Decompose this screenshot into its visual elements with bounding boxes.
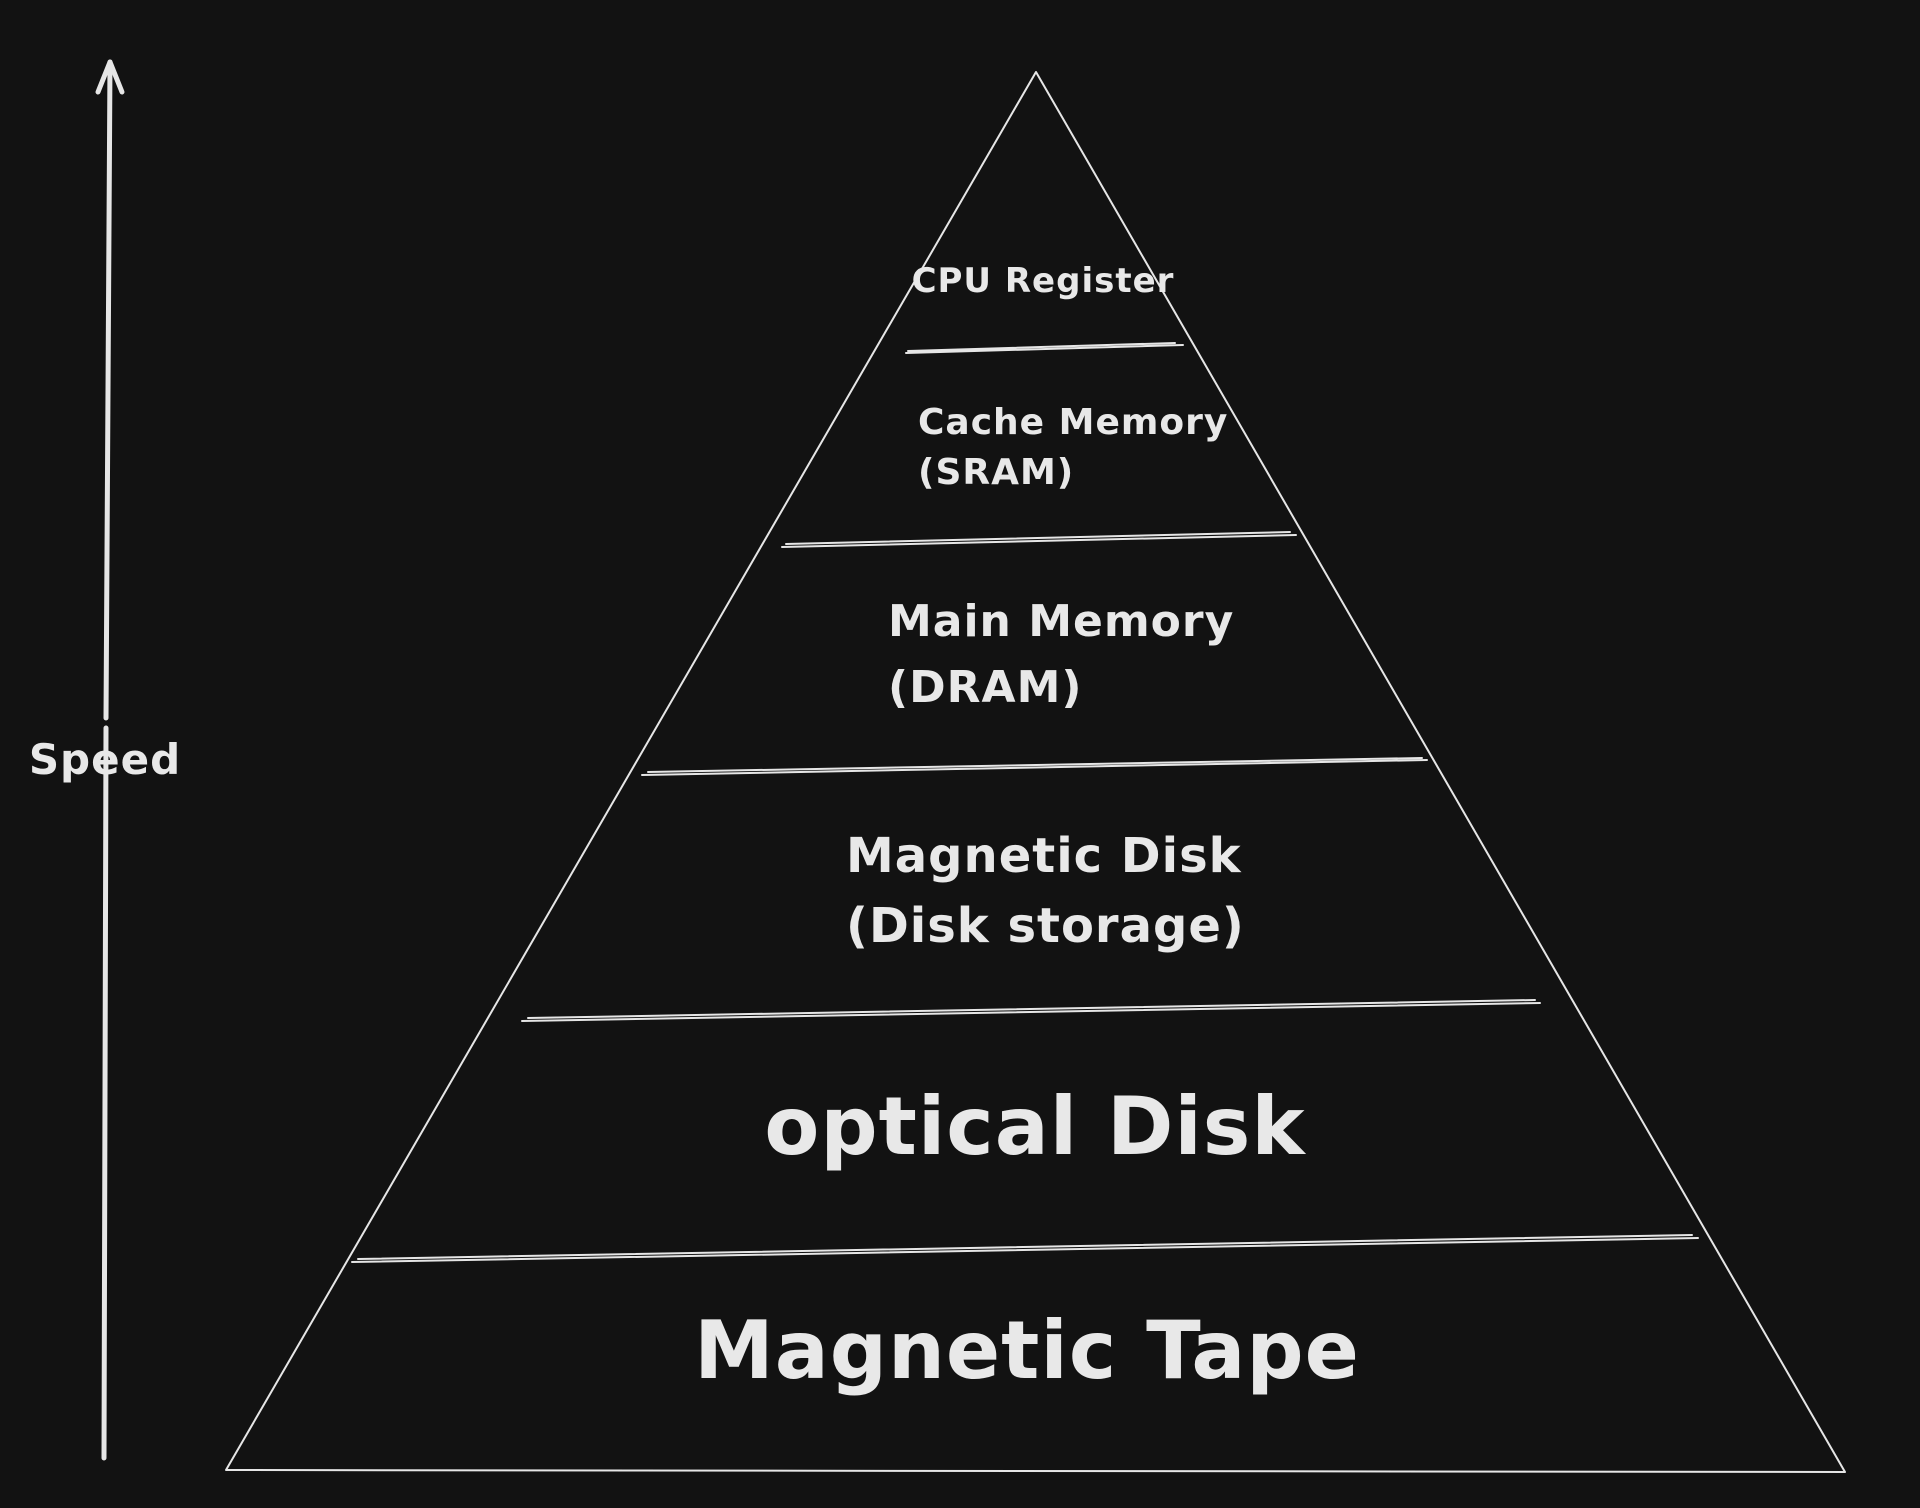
arrow-up-icon xyxy=(95,59,125,95)
level-label-cache-memory-type: (SRAM) xyxy=(918,452,1074,493)
speed-axis-line xyxy=(101,59,113,1461)
level-labels: CPU Register Cache Memory (SRAM) Main Me… xyxy=(694,261,1360,1397)
pyramid-outline xyxy=(225,71,1846,1473)
divider-line xyxy=(641,757,1428,776)
level-label-main-memory-type: (DRAM) xyxy=(888,662,1082,713)
speed-axis-label: Speed xyxy=(29,735,181,784)
divider-line xyxy=(351,1234,1699,1263)
level-label-magnetic-disk: Magnetic Disk xyxy=(846,828,1242,884)
level-label-magnetic-disk-type: (Disk storage) xyxy=(846,898,1245,954)
level-label-optical-disk: optical Disk xyxy=(764,1080,1306,1173)
level-label-cpu-register: CPU Register xyxy=(912,261,1175,301)
level-label-main-memory: Main Memory xyxy=(888,596,1234,647)
speed-axis: Speed xyxy=(29,59,181,1461)
divider-line xyxy=(905,342,1184,354)
divider-line xyxy=(521,999,1541,1022)
level-label-magnetic-tape: Magnetic Tape xyxy=(694,1304,1360,1397)
pyramid-dividers xyxy=(351,342,1699,1263)
level-label-cache-memory: Cache Memory xyxy=(918,402,1228,443)
divider-line xyxy=(781,531,1297,548)
